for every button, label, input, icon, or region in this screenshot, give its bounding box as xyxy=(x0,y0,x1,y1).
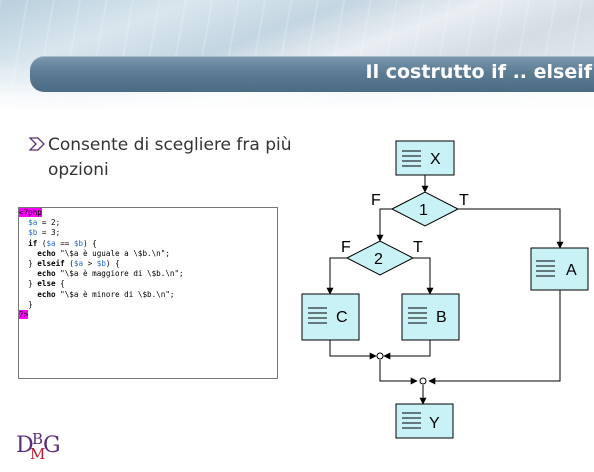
node-x: X xyxy=(395,140,455,176)
decision-2-label: 2 xyxy=(374,251,383,268)
code-line: echo "\$a è maggiore di \$b.\n"; xyxy=(37,269,184,279)
decision-1: 1 xyxy=(390,191,460,227)
title-bar: Il costrutto if .. elseif xyxy=(30,56,594,92)
node-y-label: Y xyxy=(429,415,440,432)
node-c-label: C xyxy=(336,309,348,326)
decision-2: 2 xyxy=(345,240,415,276)
hamburger-lines-icon xyxy=(408,307,427,324)
bullet-arrow-icon xyxy=(29,137,45,151)
join-2 xyxy=(419,377,427,385)
node-y: Y xyxy=(395,403,454,439)
php-code-block: <?php $a = 2; $b = 3; if ($a == $b) { ec… xyxy=(18,207,278,379)
code-line: ?> xyxy=(19,309,29,319)
hamburger-lines-icon xyxy=(402,412,421,429)
code-line: $a = 2; xyxy=(28,218,61,228)
code-line: <?php xyxy=(19,208,42,217)
bullet-text: Consente di scegliere fra più opzioni xyxy=(48,135,292,180)
node-x-label: X xyxy=(430,151,441,168)
code-line: echo "\$a è minore di \$b.\n"; xyxy=(37,289,175,299)
decision-1-true-label: T xyxy=(459,192,469,209)
code-line: if ($a == $b) { xyxy=(28,238,97,248)
code-line: } elseif ($a > $b) { xyxy=(19,258,120,268)
code-line: $b = 3; xyxy=(28,228,61,238)
bullet-point: Consente di scegliere fra più opzioni xyxy=(29,133,328,183)
node-a: A xyxy=(530,247,589,291)
decision-1-false-label: F xyxy=(371,192,381,209)
node-b: B xyxy=(401,293,460,341)
join-1 xyxy=(376,352,384,360)
code-line: } xyxy=(19,299,33,309)
node-a-label: A xyxy=(566,262,577,279)
decision-1-label: 1 xyxy=(419,202,428,219)
hamburger-lines-icon xyxy=(402,150,421,167)
dbmg-logo: D B M G xyxy=(16,430,61,463)
hamburger-lines-icon xyxy=(308,307,327,324)
node-b-label: B xyxy=(436,309,447,326)
node-c: C xyxy=(301,293,360,341)
decision-2-true-label: T xyxy=(413,239,423,256)
decision-2-false-label: F xyxy=(341,239,351,256)
slide-title: Il costrutto if .. elseif xyxy=(365,61,592,83)
code-line: } else { xyxy=(19,279,65,289)
hamburger-lines-icon xyxy=(536,260,555,277)
code-line: echo "\$a è uguale a \$b.\n"; xyxy=(37,248,170,258)
